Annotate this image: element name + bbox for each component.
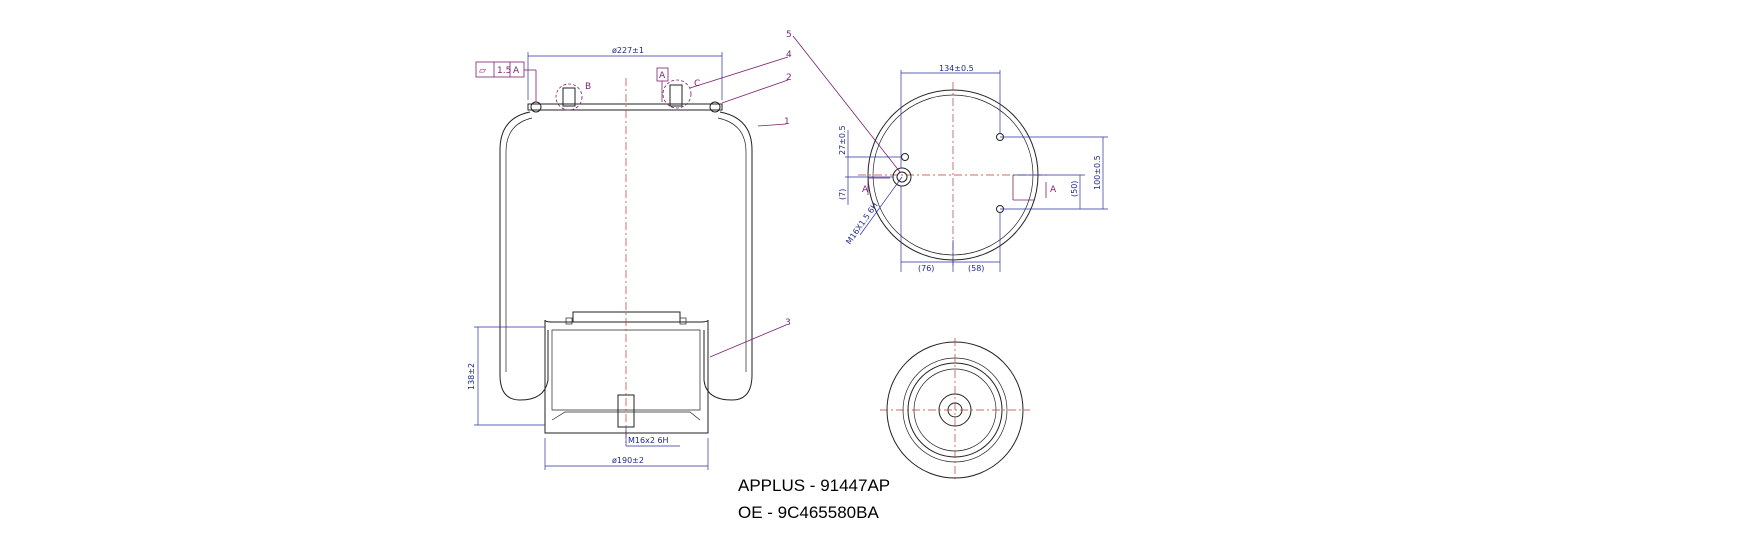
- dim-7: (7): [838, 189, 847, 200]
- piston-outline: [544, 319, 709, 434]
- dim-27: 27±0.5: [838, 125, 847, 155]
- air-port-inner: [896, 171, 908, 183]
- callout-4: 4: [786, 50, 792, 60]
- piston-clip-left: [565, 317, 573, 325]
- callouts: 1 2 3 4 5: [689, 30, 901, 358]
- dim-width: 134±0.5: [939, 64, 974, 73]
- thread-port-label: M16X1.5 6H: [844, 201, 879, 246]
- dim-50: (50): [1070, 181, 1079, 197]
- flatness-frame: ⏥ 1.5 A: [475, 61, 537, 102]
- piston-inner: [551, 329, 701, 411]
- side-view: ø227±1 ø190±2 M16x2 6H 138±2 ⏥ 1.5 A A: [467, 30, 901, 470]
- part-number-applus: APPLUS - 91447AP: [738, 476, 891, 495]
- callout-1: 1: [784, 117, 790, 127]
- detail-c-label: C: [694, 79, 700, 89]
- bellows-outer: [499, 111, 549, 401]
- top-view: 134±0.5 27±0.5 (7) A M16X1.5 6H (76) (58…: [838, 64, 1108, 273]
- bottom-view: [880, 338, 1030, 482]
- bellows-inner-right: [717, 117, 747, 372]
- callout-3: 3: [785, 318, 791, 328]
- piston-crown: [572, 311, 681, 322]
- piston-base: [551, 411, 701, 421]
- detail-b-label: B: [585, 82, 591, 92]
- dim-58: (58): [968, 264, 984, 273]
- datum-a-box: [656, 67, 669, 82]
- part-number-oe: OE - 9C465580BA: [738, 503, 879, 522]
- dim-height: 138±2: [467, 363, 476, 390]
- top-plate: [527, 103, 723, 111]
- flatness-symbol: ⏥: [479, 66, 486, 76]
- bellows-inner: [505, 117, 533, 372]
- section-a-right: A: [1050, 185, 1057, 195]
- detail-circle-c: [662, 79, 692, 109]
- detail-circle-b: [555, 83, 583, 111]
- dim-top-diameter: ø227±1: [612, 46, 644, 55]
- dim-bottom-diameter: ø190±2: [612, 456, 644, 465]
- thread-bottom-label: M16x2 6H: [628, 436, 669, 445]
- piston-clip-right: [679, 317, 687, 325]
- callout-5: 5: [786, 30, 792, 40]
- bellows-outer-right: [703, 111, 753, 401]
- section-a-left: A: [862, 185, 869, 195]
- top-stud-b: [562, 87, 576, 107]
- top-stud-c: [669, 84, 683, 107]
- top-bead-right: [709, 101, 721, 113]
- dim-76: (76): [918, 264, 934, 273]
- stud-hole-1: [901, 153, 909, 161]
- dim-100: 100±0.5: [1093, 155, 1102, 190]
- datum-a: A: [659, 71, 666, 81]
- flatness-value: 1.5: [497, 66, 511, 76]
- callout-2: 2: [786, 73, 792, 83]
- part-title-block: APPLUS - 91447AP OE - 9C465580BA: [738, 472, 890, 526]
- flatness-datum: A: [513, 66, 520, 76]
